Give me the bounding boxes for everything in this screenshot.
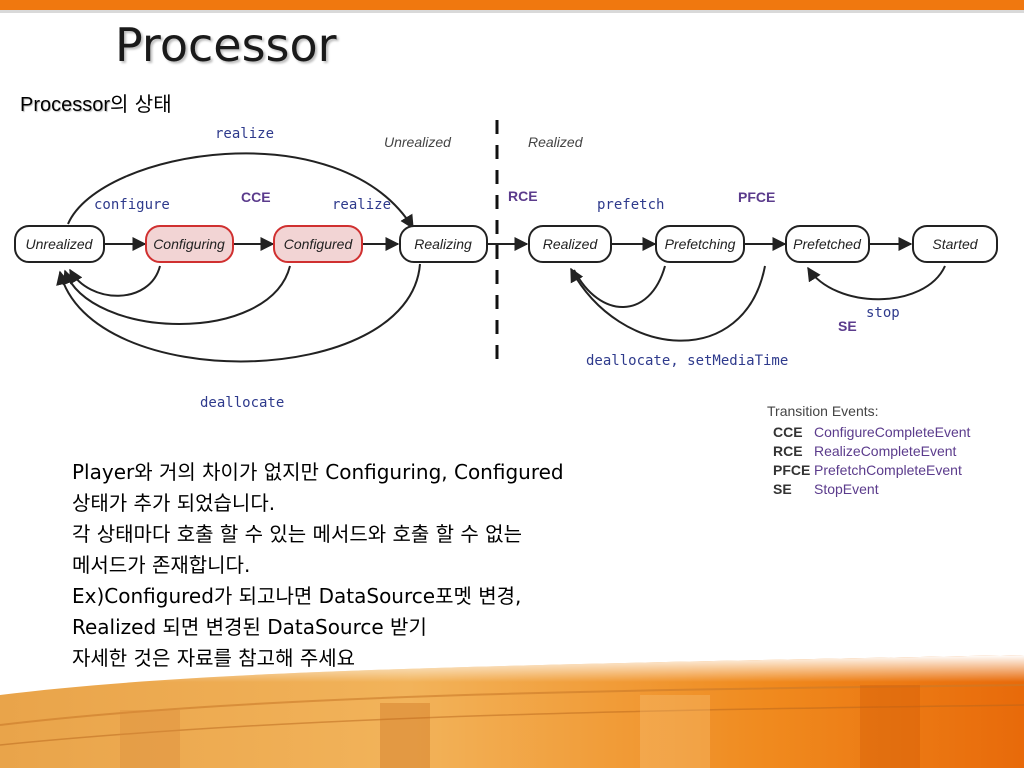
state-prefetching: Prefetching xyxy=(655,225,745,263)
state-unrealized-label: Unrealized xyxy=(26,236,94,252)
label-configure: configure xyxy=(94,197,170,213)
legend-row: CCE ConfigureCompleteEvent xyxy=(767,423,970,442)
edge-dealloc-configured xyxy=(62,265,291,325)
edge-dealloc-realizing xyxy=(56,263,421,363)
state-realized-label: Realized xyxy=(543,236,599,252)
label-prefetch: prefetch xyxy=(597,197,664,213)
body-line: 상태가 추가 되었습니다. xyxy=(72,491,276,515)
decorative-bottom-band xyxy=(0,655,1024,768)
body-line: Ex)Configured가 되고나면 DataSource포멧 변경, xyxy=(72,584,522,608)
label-realize-mid: realize xyxy=(332,197,391,213)
legend-row: SE StopEvent xyxy=(767,480,970,499)
label-rce: RCE xyxy=(508,188,538,204)
edge-stop xyxy=(807,265,946,301)
label-stop: stop xyxy=(866,305,900,321)
region-label-unrealized: Unrealized xyxy=(384,134,452,150)
slide-subtitle: Processor의 상태 xyxy=(20,88,172,117)
legend-abbr: SE xyxy=(773,481,792,497)
edge-dealloc-configuring xyxy=(69,265,161,297)
state-configured: Configured xyxy=(273,225,363,263)
slide-title: Processor xyxy=(115,18,337,72)
state-started-label: Started xyxy=(932,236,978,252)
label-se: SE xyxy=(838,318,857,334)
legend-row: PFCE PrefetchCompleteEvent xyxy=(767,461,970,480)
body-line: Realized 되면 변경된 DataSource 받기 xyxy=(72,615,427,639)
subtitle-english: Processor xyxy=(20,94,111,116)
label-dealloc-left: deallocate xyxy=(200,395,284,410)
legend-full: RealizeCompleteEvent xyxy=(814,443,957,459)
state-diagram: Unrealized Realized Unrealized Configuri… xyxy=(14,120,998,410)
body-line: 각 상태마다 호출 할 수 있는 메서드와 호출 할 수 없는 xyxy=(72,522,522,546)
region-label-realized: Realized xyxy=(528,134,584,150)
state-realizing: Realizing xyxy=(399,225,488,263)
legend-full: ConfigureCompleteEvent xyxy=(814,424,971,440)
legend-abbr: RCE xyxy=(773,443,803,459)
body-line: 자세한 것은 자료를 참고해 주세요 xyxy=(72,646,356,670)
state-configuring: Configuring xyxy=(145,225,234,263)
state-prefetching-label: Prefetching xyxy=(665,236,736,252)
state-realized: Realized xyxy=(528,225,612,263)
transition-events-legend: Transition Events: CCE ConfigureComplete… xyxy=(767,403,970,499)
state-configured-label: Configured xyxy=(284,236,354,252)
state-configuring-label: Configuring xyxy=(153,236,225,252)
edge-dealloc-right xyxy=(570,265,766,342)
legend-abbr: PFCE xyxy=(773,462,811,478)
legend-abbr: CCE xyxy=(773,424,803,440)
edge-realize-top xyxy=(67,152,414,230)
label-pfce: PFCE xyxy=(738,189,775,205)
subtitle-korean: 의 상태 xyxy=(110,92,172,116)
legend-row: RCE RealizeCompleteEvent xyxy=(767,442,970,461)
state-realizing-label: Realizing xyxy=(414,236,472,252)
top-accent-bar xyxy=(0,0,1024,10)
top-divider xyxy=(0,10,1024,13)
state-unrealized: Unrealized xyxy=(14,225,105,263)
state-prefetched: Prefetched xyxy=(785,225,870,263)
slide-body-text: Player와 거의 차이가 없지만 Configuring, Configur… xyxy=(72,457,564,674)
label-realize-top: realize xyxy=(215,126,274,142)
label-cce: CCE xyxy=(241,189,271,205)
legend-title: Transition Events: xyxy=(767,403,879,419)
legend-full: PrefetchCompleteEvent xyxy=(814,462,962,478)
edge-dealloc-right-2 xyxy=(573,265,666,308)
body-line: 메서드가 존재합니다. xyxy=(72,553,251,577)
state-prefetched-label: Prefetched xyxy=(793,236,862,252)
body-line: Player와 거의 차이가 없지만 Configuring, Configur… xyxy=(72,460,564,484)
state-started: Started xyxy=(912,225,998,263)
label-dealloc-right: deallocate, setMediaTime xyxy=(586,353,788,369)
legend-full: StopEvent xyxy=(814,481,879,497)
